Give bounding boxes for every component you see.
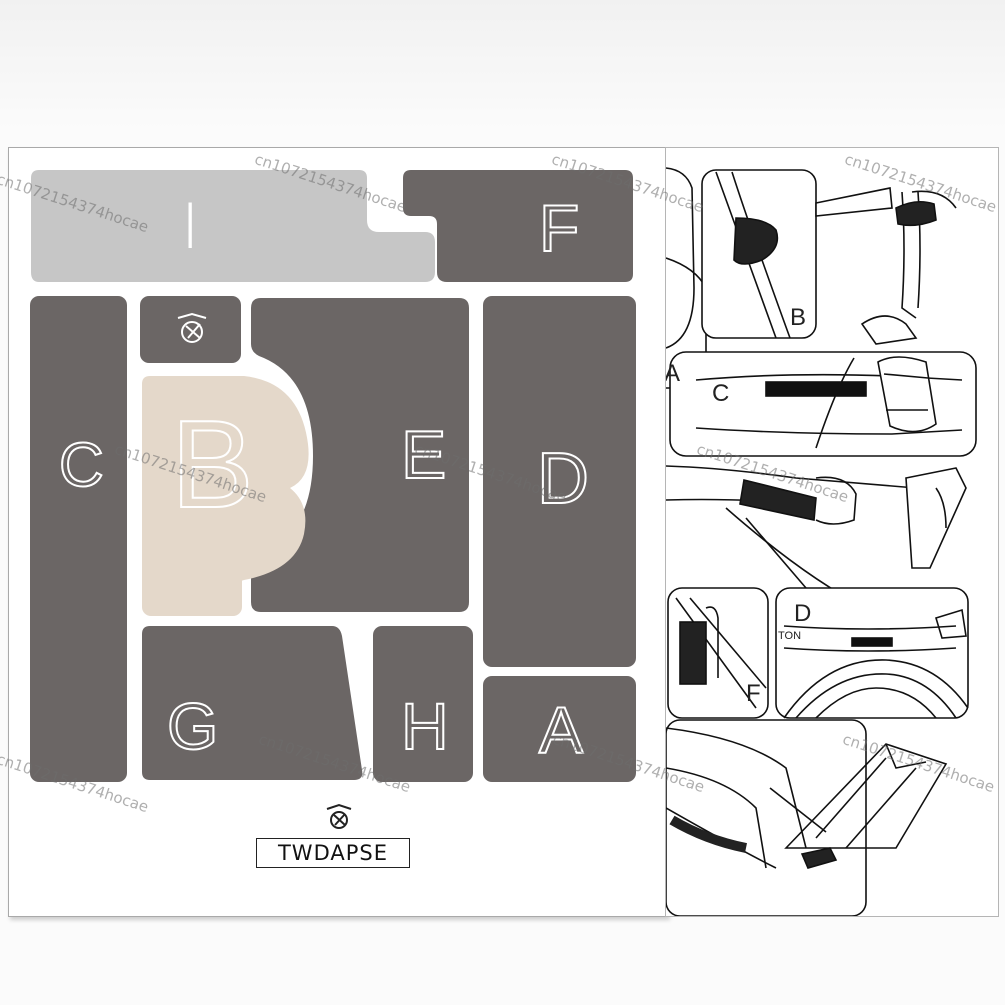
- sticker-d-letter: D: [536, 438, 590, 520]
- sticker-a-letter: A: [538, 692, 584, 768]
- sticker-e-shape: [251, 298, 469, 612]
- brand-name: TWDAPSE: [256, 838, 410, 868]
- installation-guide: A B C D F TON: [665, 147, 999, 917]
- sticker-f-shape: [403, 170, 633, 282]
- sticker-c: [30, 296, 127, 782]
- guide-frame-text: TON: [778, 630, 802, 642]
- sticker-b-letter: B: [170, 395, 255, 535]
- sticker-h: [373, 626, 473, 782]
- sticker-d: [483, 296, 636, 667]
- sticker-e-letter: E: [400, 416, 447, 494]
- sticker-b-strip: [142, 572, 242, 616]
- guide-label-a: A: [665, 360, 681, 387]
- bike-frame-illustration: [666, 167, 977, 916]
- guide-label-f: F: [746, 680, 761, 707]
- sticker-f-letter: F: [538, 190, 580, 266]
- sticker-g-letter: G: [166, 688, 219, 764]
- brand-logo-icon: [326, 803, 352, 829]
- sticker-i-shape: [31, 170, 435, 282]
- sticker-a: [483, 676, 636, 782]
- guide-label-c: C: [712, 380, 730, 407]
- sticker-i-letter: I: [181, 190, 200, 263]
- background-shade: [0, 0, 1005, 130]
- sticker-g-shape: [142, 626, 363, 780]
- sticker-c-letter: C: [58, 430, 105, 501]
- sticker-b-shape: [142, 376, 309, 606]
- bicycle-logo-icon: [177, 312, 207, 343]
- guide-label-b: B: [790, 304, 807, 331]
- guide-label-d: D: [794, 600, 812, 627]
- sticker-sheet: I F C E B D G H A: [8, 147, 668, 917]
- sticker-h-letter: H: [400, 688, 450, 764]
